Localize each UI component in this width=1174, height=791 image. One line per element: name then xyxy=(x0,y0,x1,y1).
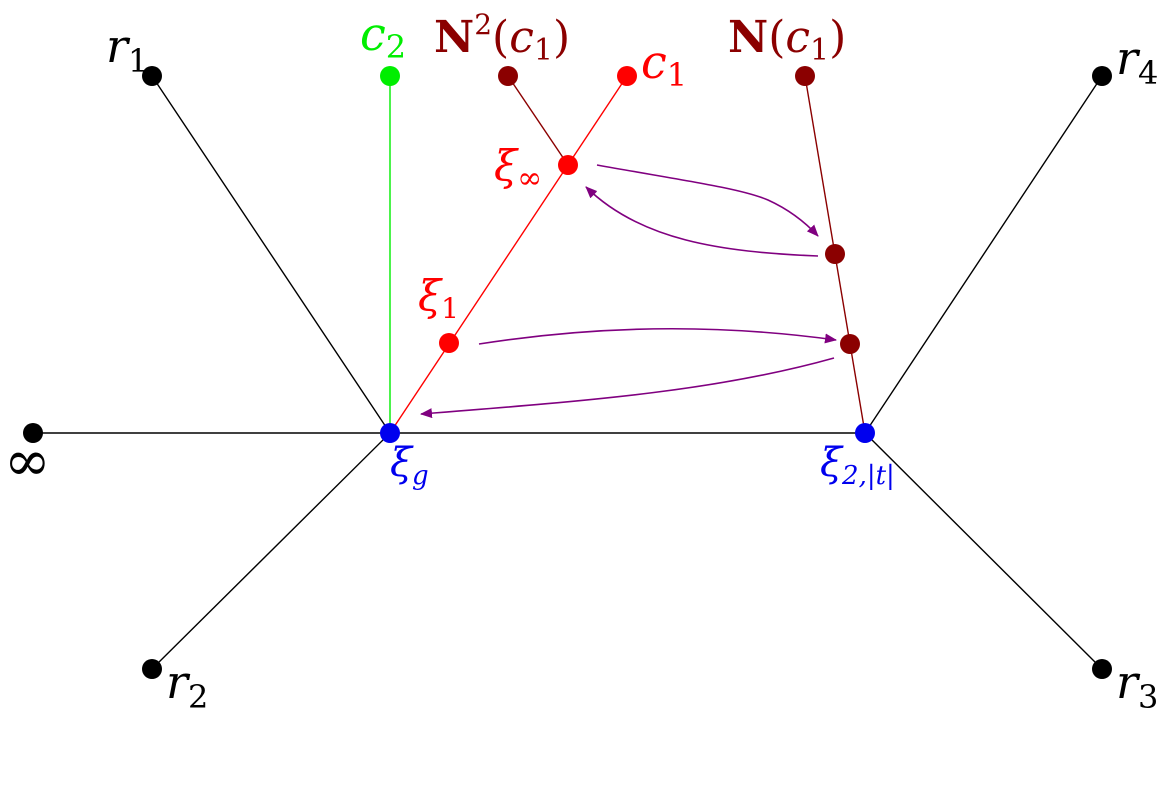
edge-xi-2t-r3 xyxy=(864,432,1103,670)
node-r3 xyxy=(1092,659,1112,679)
node-n2c1 xyxy=(498,66,518,86)
node-xi-1 xyxy=(439,333,459,353)
label-xi-1: ξ1 xyxy=(418,271,459,325)
node-xi-g xyxy=(380,423,400,443)
label-c2: c2 xyxy=(360,7,406,66)
arrow-xi-inf-to-upper xyxy=(596,164,819,237)
arrow-lower-to-xi-g xyxy=(420,357,835,419)
label-r3: r3 xyxy=(1116,655,1158,716)
label-r4: r4 xyxy=(1116,31,1158,92)
label-n2c1: N2(c1) xyxy=(434,8,570,68)
arrow-xi-1-to-lower xyxy=(478,328,837,345)
node-c2 xyxy=(380,66,400,86)
node-c1 xyxy=(617,66,637,86)
label-xi-2t: ξ2,|t| xyxy=(820,440,895,491)
label-c1: c1 xyxy=(641,35,687,94)
arrow-upper-to-xi-inf xyxy=(585,186,819,257)
node-xi-inf xyxy=(558,155,578,175)
label-xi-g: ξg xyxy=(390,440,429,491)
node-xi-2t xyxy=(855,423,875,443)
edge-xi-g-c1 xyxy=(389,75,628,434)
node-r1 xyxy=(142,66,162,86)
label-infinity: ∞ xyxy=(4,429,51,494)
label-r1: r1 xyxy=(106,19,148,80)
node-infinity xyxy=(23,423,43,443)
node-nc1 xyxy=(795,66,815,86)
node-r4 xyxy=(1092,66,1112,86)
label-xi-inf: ξ∞ xyxy=(494,141,542,196)
edge-xi-inf-n2c1 xyxy=(507,75,569,166)
edge-xi-2t-r4 xyxy=(864,75,1103,434)
edge-xi-g-r1 xyxy=(151,75,391,434)
label-nc1: N(c1) xyxy=(728,12,846,68)
node-r2 xyxy=(142,659,162,679)
edge-xi-g-r2 xyxy=(151,432,391,670)
node-lower-dark xyxy=(840,334,860,354)
node-upper-dark xyxy=(825,244,845,264)
label-r2: r2 xyxy=(166,655,208,716)
